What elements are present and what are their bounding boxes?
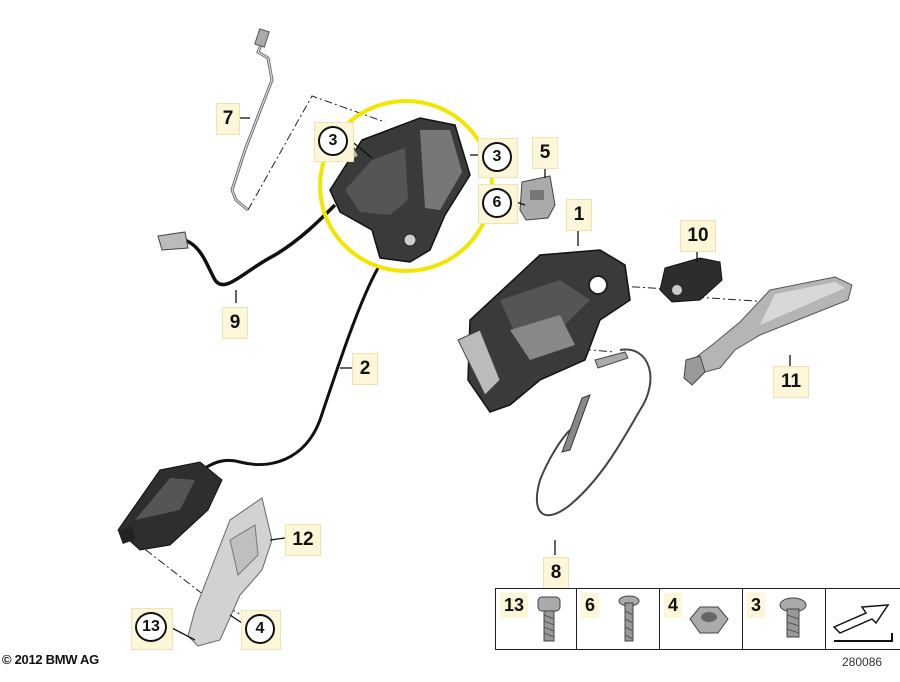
callout-13-circle: 13	[135, 612, 167, 642]
callout-6-circle: 6	[482, 188, 512, 218]
callout-5: 5	[532, 137, 558, 169]
diagram-number: 280086	[842, 655, 883, 669]
callout-9: 9	[222, 307, 248, 339]
screw-long-icon	[618, 595, 640, 642]
bowden-cable-9	[157, 203, 337, 287]
legend-number: 13	[500, 593, 529, 618]
callout-10: 10	[680, 220, 716, 252]
callout-11: 11	[773, 366, 809, 398]
lock-actuator-motor	[117, 461, 223, 551]
callout-3-circle-right: 3	[482, 142, 512, 172]
callout-8: 8	[543, 557, 569, 589]
legend-cell-4: 4	[660, 589, 743, 649]
legend-cell-6: 6	[577, 589, 660, 649]
actuator-bracket	[187, 497, 273, 647]
legend-number: 3	[747, 593, 766, 618]
hex-nut-icon	[689, 606, 729, 634]
callout-2: 2	[352, 353, 378, 385]
mounting-bracket	[519, 175, 556, 221]
callout-1: 1	[566, 199, 592, 231]
bolt-short-icon	[537, 596, 561, 642]
outer-handle-carrier	[457, 249, 631, 413]
copyright-notice: © 2012 BMW AG	[2, 652, 99, 667]
torx-bolt-icon	[779, 597, 807, 638]
door-lock-unit	[329, 117, 471, 263]
legend-number: 6	[581, 593, 600, 618]
actuating-rod	[230, 28, 274, 212]
legend-cell-3: 3	[743, 589, 826, 649]
callout-7: 7	[216, 103, 240, 135]
callout-12: 12	[285, 524, 321, 556]
bowden-cable-8	[535, 348, 652, 517]
bowden-cable-2	[204, 267, 380, 470]
callout-4-circle: 4	[245, 614, 275, 644]
handle-cap	[659, 257, 723, 303]
parts-legend: 13 6 4 3	[495, 588, 900, 650]
callout-3-circle: 3	[318, 126, 348, 156]
door-handle-grip	[683, 276, 853, 386]
door-direction-arrow-icon	[832, 604, 893, 642]
legend-arrow-cell	[826, 589, 900, 649]
legend-cell-13: 13	[496, 589, 577, 649]
legend-number: 4	[664, 593, 683, 618]
